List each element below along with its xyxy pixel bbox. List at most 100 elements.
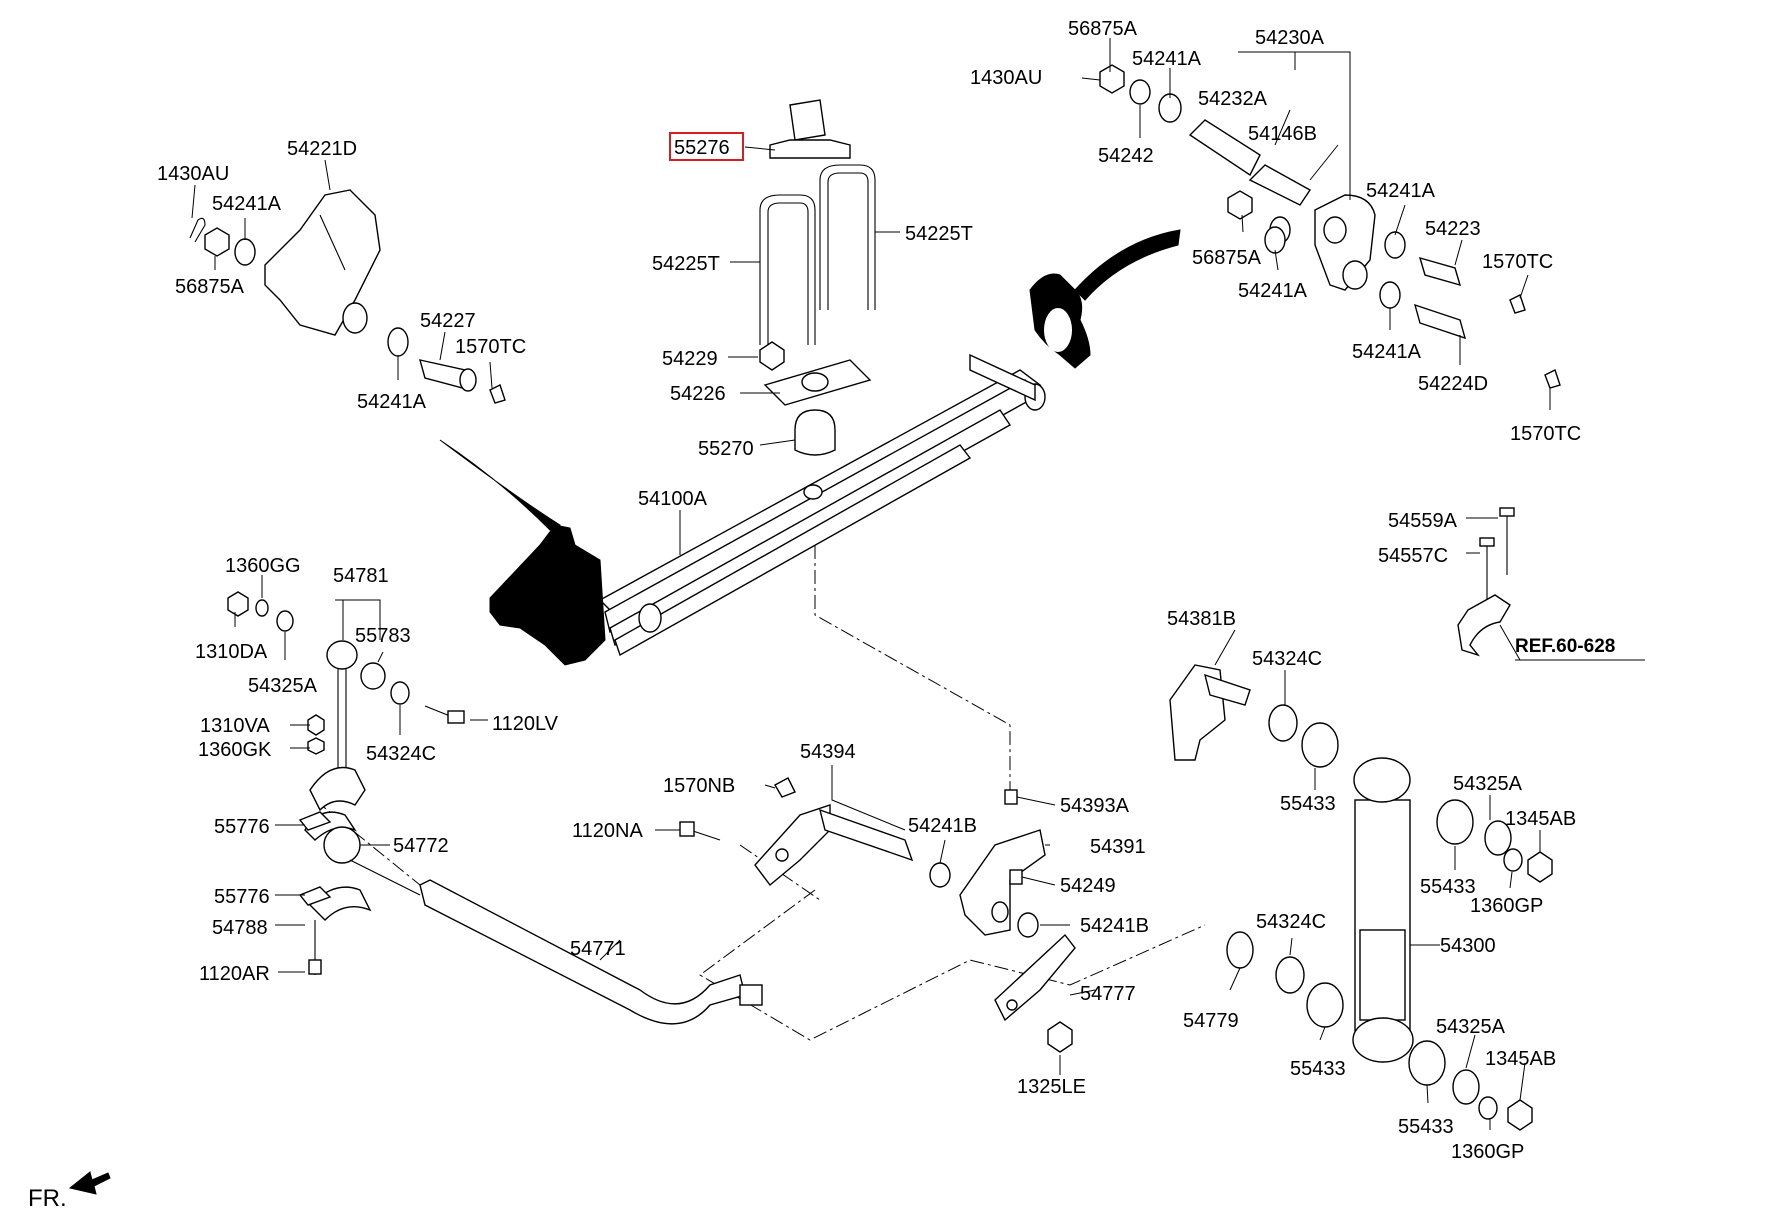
label-54788[interactable]: 54788 [212, 917, 268, 939]
label-54241A[interactable]: 54241A [357, 391, 427, 413]
bracket-54394[interactable] [754, 804, 914, 887]
label-54325A[interactable]: 54325A [1453, 773, 1523, 795]
bracket-54391[interactable] [959, 789, 1046, 936]
label-54227[interactable]: 54227 [420, 310, 476, 332]
label-54232A[interactable]: 54232A [1198, 88, 1268, 110]
label-1430AU[interactable]: 1430AU [157, 163, 229, 185]
washer-54241B-1[interactable] [929, 862, 951, 888]
label-54242[interactable]: 54242 [1098, 145, 1154, 167]
label-54557C[interactable]: 54557C [1378, 545, 1448, 567]
label-54324C[interactable]: 54324C [1256, 911, 1326, 933]
label-54241A[interactable]: 54241A [1238, 280, 1308, 302]
label-54221D[interactable]: 54221D [287, 138, 357, 160]
label-54249[interactable]: 54249 [1060, 875, 1116, 897]
label-54324C[interactable]: 54324C [1252, 648, 1322, 670]
washer-54241B-2[interactable] [1017, 912, 1039, 938]
label-1570TC[interactable]: 1570TC [1482, 251, 1553, 273]
spring-seat-54226[interactable] [763, 359, 872, 406]
nut-56875A-left[interactable] [204, 227, 230, 257]
label-54777[interactable]: 54777 [1080, 983, 1136, 1005]
label-56875A[interactable]: 56875A [1192, 247, 1262, 269]
label-54394[interactable]: 54394 [800, 741, 856, 763]
grease-fitting-1570TC-left[interactable] [489, 384, 506, 404]
label-1120NA[interactable]: 1120NA [572, 820, 643, 842]
nuts-56875A-right[interactable] [1099, 64, 1253, 220]
washer-54241A-left[interactable] [234, 238, 409, 357]
label-54241A[interactable]: 54241A [1366, 180, 1436, 202]
shock-absorber-54300[interactable] [1352, 757, 1414, 1063]
label-54559A[interactable]: 54559A [1388, 510, 1458, 532]
label-54224D[interactable]: 54224D [1418, 373, 1488, 395]
label-55433[interactable]: 55433 [1280, 793, 1336, 815]
label-55776[interactable]: 55776 [214, 886, 270, 908]
label-54325A[interactable]: 54325A [248, 675, 318, 697]
label-54225T[interactable]: 54225T [652, 253, 720, 275]
label-1570TC[interactable]: 1570TC [1510, 423, 1581, 445]
label-1360GP[interactable]: 1360GP [1451, 1141, 1524, 1163]
nut-1325LE[interactable] [1047, 1021, 1073, 1053]
label-55783[interactable]: 55783 [355, 625, 411, 647]
label-54324C[interactable]: 54324C [366, 743, 436, 765]
washers-left-link[interactable] [227, 591, 294, 632]
label-1310DA[interactable]: 1310DA [195, 641, 268, 663]
leaf-spring[interactable] [598, 353, 1046, 657]
shackle-bushings[interactable] [1188, 119, 1376, 291]
label-54230A[interactable]: 54230A [1255, 27, 1325, 49]
nuts-1345AB[interactable] [1507, 851, 1553, 1131]
u-bolts[interactable] [759, 164, 876, 345]
small-nuts-left[interactable] [307, 714, 325, 755]
label-1360GP[interactable]: 1360GP [1470, 895, 1543, 917]
grease-1570NB[interactable] [774, 777, 796, 798]
label-56875A[interactable]: 56875A [1068, 18, 1138, 40]
ref-label[interactable]: REF.60-628 [1515, 636, 1615, 657]
label-1430AU[interactable]: 1430AU [970, 67, 1042, 89]
bolt-1120AR[interactable] [308, 920, 322, 975]
bracket-clamps[interactable] [298, 766, 372, 921]
bushings-55783[interactable] [360, 662, 410, 705]
label-1120AR[interactable]: 1120AR [199, 963, 270, 985]
label-1310VA[interactable]: 1310VA [200, 715, 270, 737]
label-55433[interactable]: 55433 [1420, 876, 1476, 898]
link-54777[interactable] [994, 933, 1076, 1022]
label-54241B[interactable]: 54241B [908, 815, 977, 837]
label-54300[interactable]: 54300 [1440, 935, 1496, 957]
label-54241A[interactable]: 54241A [212, 193, 282, 215]
label-54771[interactable]: 54771 [570, 938, 626, 960]
bushings-55433[interactable] [1301, 722, 1474, 1086]
label-54223[interactable]: 54223 [1425, 218, 1481, 240]
label-1570NB[interactable]: 1570NB [663, 775, 735, 797]
label-54225T[interactable]: 54225T [905, 223, 973, 245]
label-1120LV[interactable]: 1120LV [492, 713, 559, 735]
bolt-1120NA[interactable] [679, 821, 721, 841]
label-54772[interactable]: 54772 [393, 835, 449, 857]
label-55433[interactable]: 55433 [1398, 1116, 1454, 1138]
bump-stopper-55276[interactable] [769, 99, 851, 159]
label-54100A[interactable]: 54100A [638, 488, 708, 510]
label-54779[interactable]: 54779 [1183, 1010, 1239, 1032]
pin-54227[interactable] [419, 359, 477, 392]
bolts-54559A-54557C[interactable] [1479, 507, 1515, 600]
label-56875A[interactable]: 56875A [175, 276, 245, 298]
label-1345AB[interactable]: 1345AB [1485, 1048, 1556, 1070]
label-54241B[interactable]: 54241B [1080, 915, 1149, 937]
label-54146B[interactable]: 54146B [1248, 123, 1317, 145]
label-55270[interactable]: 55270 [698, 438, 754, 460]
label-1345AB[interactable]: 1345AB [1505, 808, 1576, 830]
bolt-1120LV[interactable] [424, 705, 465, 724]
label-54241A[interactable]: 54241A [1352, 341, 1422, 363]
stabilizer-bar-54771[interactable] [349, 859, 763, 1025]
label-55276[interactable]: 55276 [674, 137, 730, 159]
label-54393A[interactable]: 54393A [1060, 795, 1130, 817]
grease-fittings-1570TC-right[interactable] [1509, 294, 1561, 389]
label-55433[interactable]: 55433 [1290, 1058, 1346, 1080]
upper-mount-54381B[interactable] [1169, 664, 1251, 761]
label-54381B[interactable]: 54381B [1167, 608, 1236, 630]
label-54241A[interactable]: 54241A [1132, 48, 1202, 70]
label-1360GK[interactable]: 1360GK [198, 739, 272, 761]
shock-washers[interactable] [1226, 704, 1523, 1120]
label-54781[interactable]: 54781 [333, 565, 389, 587]
label-54391[interactable]: 54391 [1090, 836, 1146, 858]
label-54229[interactable]: 54229 [662, 348, 718, 370]
label-1325LE[interactable]: 1325LE [1017, 1076, 1086, 1098]
label-54325A[interactable]: 54325A [1436, 1016, 1506, 1038]
